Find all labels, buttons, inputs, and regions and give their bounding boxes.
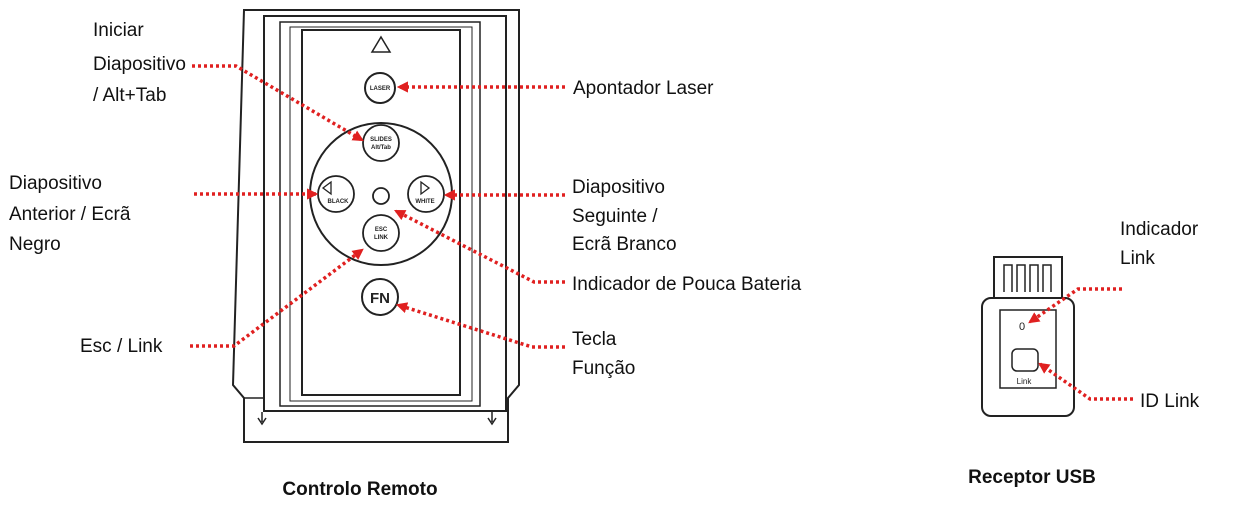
remote-panel-outer: [263, 15, 507, 412]
triangle-right-icon: [420, 180, 431, 196]
white-button-label: WHITE: [415, 199, 434, 205]
label-previous-slide-3: Negro: [9, 234, 61, 255]
triangle-left-icon: [321, 180, 332, 196]
fn-button[interactable]: FN: [361, 278, 399, 316]
label-next-slide-2: Seguinte /: [572, 206, 658, 227]
slides-button[interactable]: SLIDES Alt/Tab: [362, 124, 400, 162]
caption-remote: Controlo Remoto: [282, 479, 437, 500]
label-laser-pointer: Apontador Laser: [573, 78, 714, 99]
label-previous-slide-1: Diapositivo: [9, 173, 102, 194]
slides-button-label: SLIDES: [370, 137, 392, 143]
link-id-button-label: Link: [1017, 377, 1033, 386]
label-function-key-2: Função: [572, 358, 635, 379]
arrow-function-key: [395, 302, 565, 349]
usb-body: [981, 297, 1075, 417]
remote-panel-inner: [301, 29, 461, 396]
label-link-indicator-1: Indicador: [1120, 219, 1199, 240]
usb-plug: [993, 256, 1063, 300]
label-function-key-1: Tecla: [572, 329, 617, 350]
label-previous-slide-2: Anterior / Ecrã: [9, 204, 131, 225]
fn-button-label: FN: [370, 290, 390, 307]
link-indicator-led: 0: [1019, 321, 1025, 333]
labels: Iniciar Diapositivo / Alt+Tab Apontador …: [9, 20, 1200, 500]
esc-button-label: ESC: [375, 227, 388, 233]
arrow-low-battery: [394, 209, 565, 284]
arrow-id-link: [1038, 362, 1133, 401]
label-next-slide-1: Diapositivo: [572, 177, 665, 198]
laser-button-label: LASER: [370, 86, 391, 92]
label-id-link: ID Link: [1140, 391, 1200, 412]
label-link-indicator-2: Link: [1120, 248, 1155, 269]
slides-button-sublabel: Alt/Tab: [371, 145, 391, 151]
esc-link-button[interactable]: ESC LINK: [362, 214, 400, 252]
label-start-slideshow-1: Iniciar: [93, 20, 144, 41]
laser-button[interactable]: LASER: [364, 72, 396, 104]
arrow-start-slideshow: [192, 64, 364, 142]
label-start-slideshow-2: Diapositivo: [93, 54, 186, 75]
remote-body: [231, 9, 520, 443]
caption-receiver: Receptor USB: [968, 467, 1096, 488]
down-arrow-icon: [257, 412, 497, 426]
remote-control: LASER SLIDES Alt/Tab BLACK WHITE ESC LIN…: [231, 9, 520, 443]
low-battery-led: [372, 187, 390, 205]
label-low-battery: Indicador de Pouca Bateria: [572, 274, 802, 295]
black-button-label: BLACK: [328, 199, 350, 205]
triangle-up-icon: [370, 35, 392, 53]
label-start-slideshow-3: / Alt+Tab: [93, 85, 166, 106]
label-esc-link: Esc / Link: [80, 336, 163, 357]
link-id-button[interactable]: Link: [1011, 348, 1039, 386]
link-button-label: LINK: [374, 235, 389, 241]
usb-receiver: 0 Link: [981, 256, 1075, 417]
arrow-link-indicator: [1028, 287, 1122, 324]
callout-arrows: [190, 64, 1133, 401]
label-next-slide-3: Ecrã Branco: [572, 234, 677, 255]
arrow-esc-link: [190, 248, 364, 348]
